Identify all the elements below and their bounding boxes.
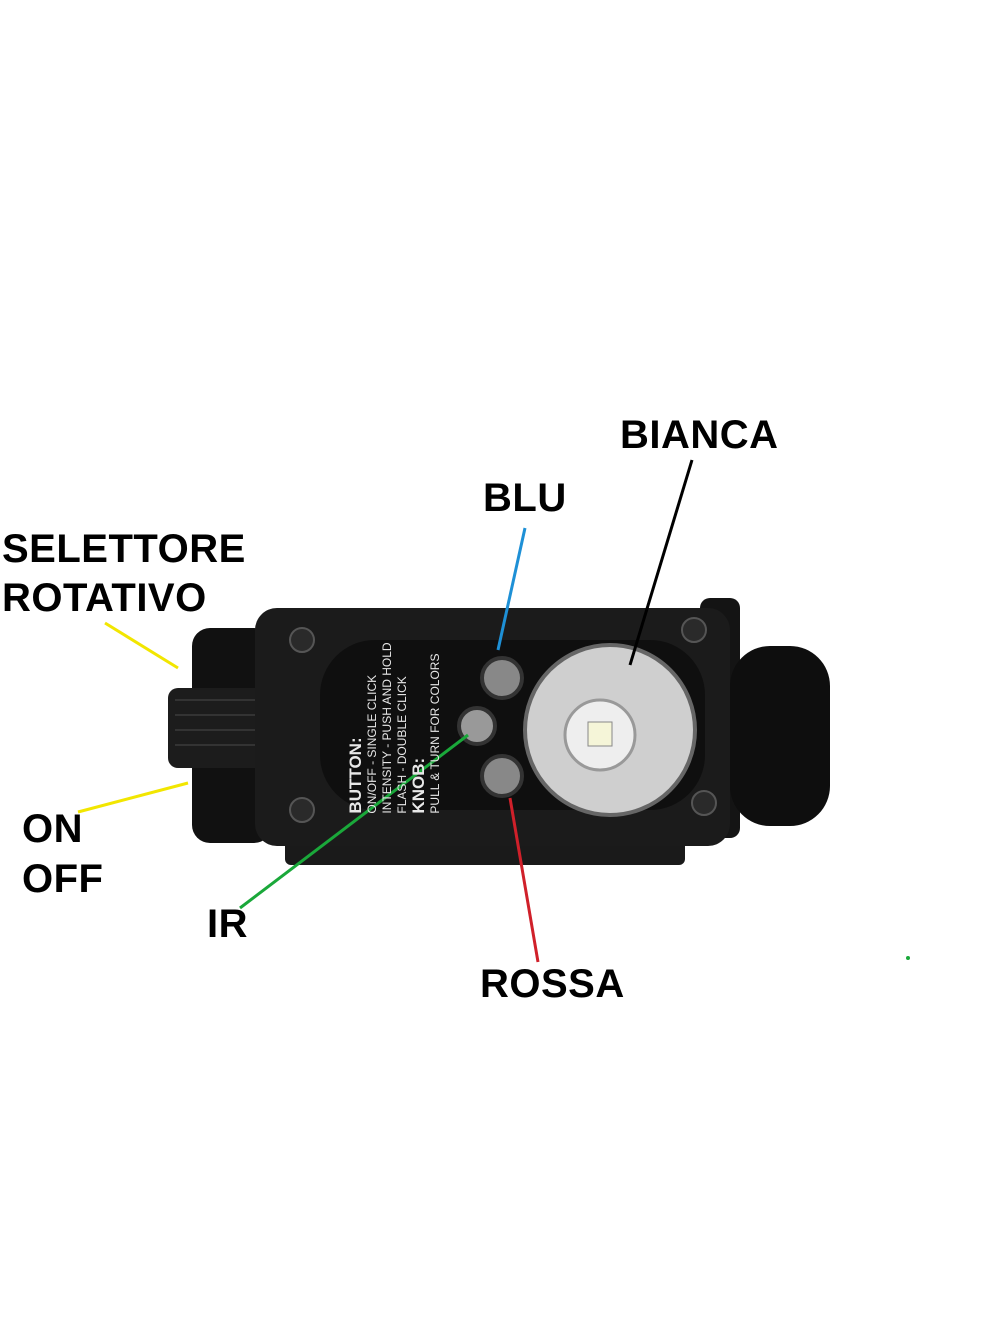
instruction-line: FLASH - DOUBLE CLICK [395, 676, 409, 814]
blue-led [480, 656, 524, 700]
rossa-line [508, 797, 540, 963]
device-instructions: BUTTON: ON/OFF - SINGLE CLICK INTENSITY … [346, 642, 443, 814]
instruction-line: INTENSITY - PUSH AND HOLD [380, 642, 394, 814]
front-bezel [730, 646, 830, 826]
label-bianca: BIANCA [620, 413, 779, 457]
instruction-line: ON/OFF - SINGLE CLICK [365, 674, 379, 814]
label-ir: IR [207, 902, 248, 946]
instruction-line: PULL & TURN FOR COLORS [428, 653, 442, 814]
label-selettore: SELETTORE [2, 527, 246, 571]
label-rossa: ROSSA [480, 962, 625, 1006]
label-off: OFF [22, 857, 104, 901]
onoff-line [77, 781, 189, 814]
button-heading: BUTTON: [346, 737, 365, 814]
label-rotativo: ROTATIVO [2, 576, 207, 620]
ir-line [239, 733, 469, 910]
rotary-selector-knob [168, 688, 273, 768]
label-blu: BLU [483, 476, 567, 520]
blu-line [496, 527, 527, 651]
red-led [480, 754, 524, 798]
knob-heading: KNOB: [409, 757, 428, 814]
selettore-line [104, 621, 179, 670]
label-on: ON [22, 807, 83, 851]
bianca-line [628, 459, 694, 666]
